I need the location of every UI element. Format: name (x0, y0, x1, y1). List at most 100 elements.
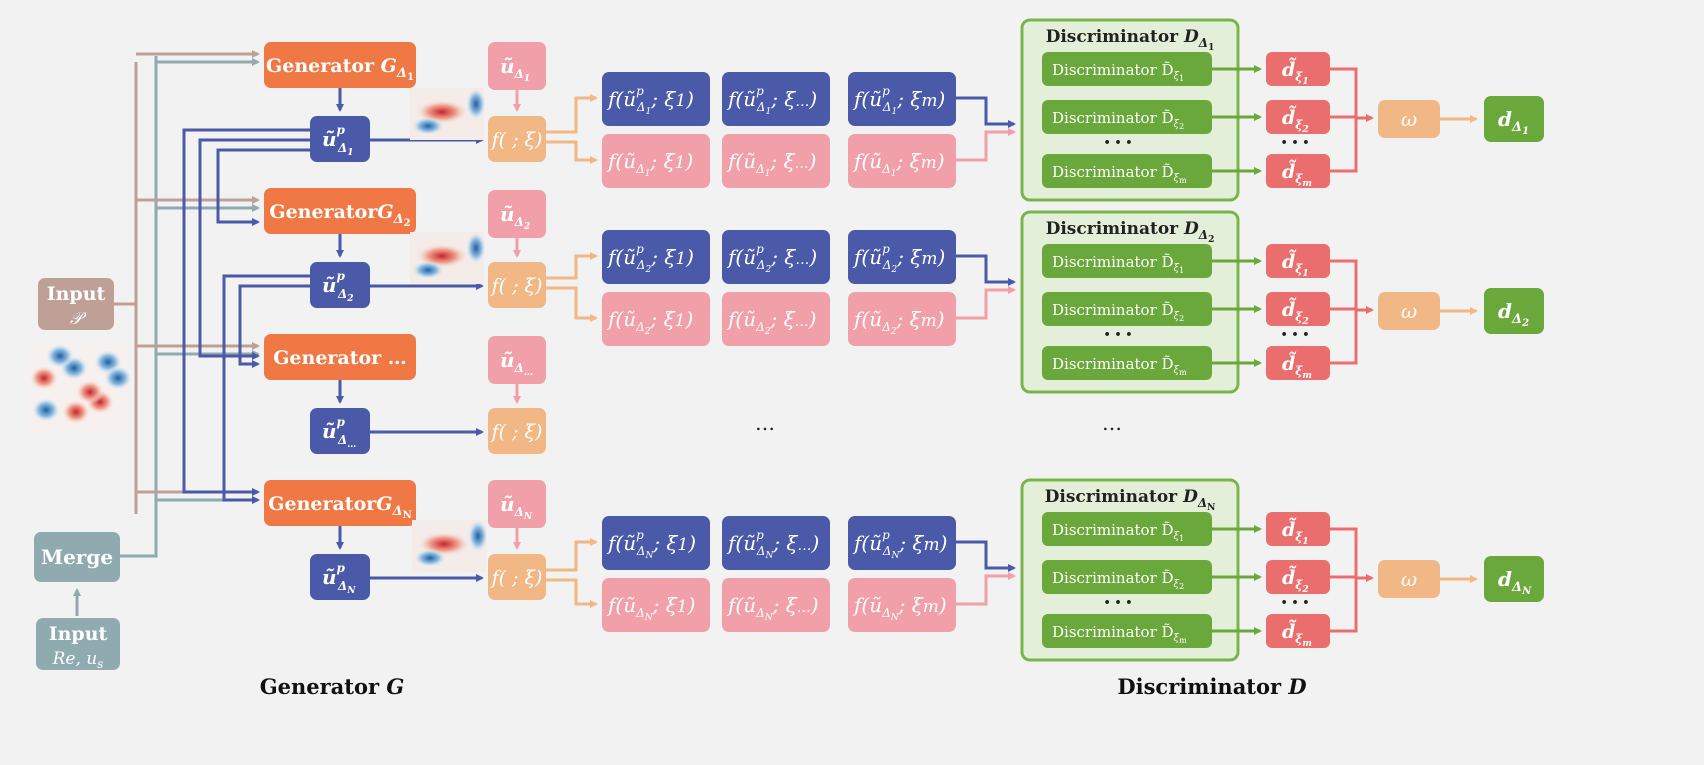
target-box-1 (488, 42, 546, 90)
sub-disc-2-3 (1042, 346, 1212, 380)
flow-field-image (30, 344, 132, 433)
sub-disc-label-2-1: Discriminator D̃ξ1 (1052, 253, 1184, 275)
d-to-omega-1-3 (1330, 118, 1358, 173)
d-tilde-label-1-2: d̃ξ2 (1282, 106, 1309, 135)
discriminator-panel-title-2: Discriminator DΔ2 (1046, 219, 1215, 245)
d-tilde-box-3-1 (1266, 512, 1330, 546)
sub-disc-label-3-1: Discriminator D̃ξ1 (1052, 521, 1184, 543)
feature-bot-label-1-3: f(ũΔ1; ξm) (852, 149, 945, 179)
d-tilde-box-2-3 (1266, 346, 1330, 380)
brown-bus (114, 62, 138, 306)
omega-label-2: ω (1401, 299, 1417, 323)
final-d-label-1: dΔ1 (1498, 107, 1529, 137)
feature-bot-label-2-3: f(ũΔ2; ξm) (852, 307, 945, 337)
sub-disc-dots-2: • • • (1104, 328, 1133, 341)
d-tilde-box-3-3 (1266, 614, 1330, 648)
ellipsis-discriminators: … (1102, 411, 1122, 435)
sub-disc-label-3-3: Discriminator D̃ξm (1052, 623, 1187, 645)
feature-bot-label-3-2: f(ũΔN; ξ…) (726, 593, 819, 623)
target-label-1: ũΔ1 (500, 54, 530, 84)
sub-disc-label-2-3: Discriminator D̃ξm (1052, 355, 1187, 377)
features-to-disc-pink-2 (956, 286, 1016, 320)
input-p-label: Input (47, 283, 106, 305)
feature-bot-2-3 (848, 292, 956, 346)
generator-label-4: GeneratorGΔN (268, 493, 411, 521)
d-tilde-box-1-1 (1266, 52, 1330, 86)
d-to-omega-3-1 (1330, 527, 1358, 578)
sub-disc-label-2-2: Discriminator D̃ξ2 (1052, 301, 1184, 323)
omega-box-2 (1378, 292, 1440, 330)
discriminator-panel-title-1: Discriminator DΔ1 (1046, 27, 1215, 53)
input-re-symbol: Re, us (52, 649, 104, 671)
target-label-4: ũΔN (500, 492, 533, 522)
d-to-omega-2-3 (1330, 310, 1358, 365)
feature-bot-label-1-2: f(ũΔ1; ξ…) (726, 149, 816, 179)
omega-label-1: ω (1401, 107, 1417, 131)
feature-bot-1-2 (722, 134, 830, 188)
d-to-omega-2-2 (1330, 307, 1358, 311)
final-d-label-2: dΔ2 (1498, 299, 1529, 329)
d-tilde-dots-1: • • • (1281, 136, 1310, 149)
input-re-box (36, 618, 120, 670)
target-label-2: ũΔ2 (500, 202, 530, 232)
footer-discriminator-title: Discriminator D (1117, 674, 1307, 699)
filter-label-3: f( ; ξ) (490, 421, 543, 443)
d-tilde-label-1-3: d̃ξm (1282, 160, 1312, 189)
d-tilde-label-2-2: d̃ξ2 (1282, 298, 1309, 327)
generator-box-4 (264, 480, 416, 526)
sub-disc-1-3 (1042, 154, 1212, 188)
feature-bot-2-2 (722, 292, 830, 346)
sub-disc-3-1 (1042, 512, 1212, 546)
generator-label-3: Generator … (273, 347, 407, 369)
latent-box-4 (310, 554, 370, 600)
discriminator-panel-title-3: Discriminator DΔN (1045, 487, 1216, 513)
feature-top-1-2 (722, 72, 830, 126)
feature-bot-1-3 (848, 134, 956, 188)
sub-disc-label-1-2: Discriminator D̃ξ2 (1052, 109, 1184, 131)
feature-top-2-2 (722, 230, 830, 284)
sub-disc-label-3-2: Discriminator D̃ξ2 (1052, 569, 1184, 591)
field-thumbnail-2 (410, 232, 486, 284)
filter-box-2 (488, 262, 546, 308)
d-tilde-label-3-3: d̃ξm (1282, 620, 1312, 649)
sub-disc-dots-3: • • • (1104, 596, 1133, 609)
d-tilde-label-2-3: d̃ξm (1282, 352, 1312, 381)
merge-box (34, 532, 120, 582)
feature-bot-3-1 (602, 578, 710, 632)
input-re-label: Input (49, 623, 108, 645)
generator-box-1 (264, 42, 416, 88)
omega-box-3 (1378, 560, 1440, 598)
features-to-disc-pink-3 (956, 572, 1016, 606)
filter-box-3 (488, 408, 546, 454)
d-tilde-box-1-3 (1266, 154, 1330, 188)
d-to-omega-1-1 (1330, 67, 1358, 118)
feature-top-1-1 (602, 72, 710, 126)
feature-bot-2-1 (602, 292, 710, 346)
sub-disc-dots-1: • • • (1104, 136, 1133, 149)
latent-box-1 (310, 116, 370, 162)
generator-label-2: GeneratorGΔ2 (269, 201, 410, 229)
ellipsis-features: … (755, 411, 775, 435)
sub-disc-1-1 (1042, 52, 1212, 86)
filter-box-1 (488, 116, 546, 162)
skip-2b (238, 284, 310, 368)
sub-disc-2-2 (1042, 292, 1212, 326)
filter-label-1: f( ; ξ) (490, 129, 543, 151)
sub-disc-3-2 (1042, 560, 1212, 594)
features-to-disc-blue-1 (956, 96, 1016, 128)
sub-disc-3-3 (1042, 614, 1212, 648)
generator-label-1: Generator GΔ1 (266, 55, 414, 83)
skip-1a (182, 128, 310, 496)
field-thumbnail-4 (412, 520, 488, 572)
feature-top-2-1 (602, 230, 710, 284)
target-label-3: ũΔ… (500, 348, 533, 378)
filter-to-features-bot-3 (546, 578, 598, 608)
